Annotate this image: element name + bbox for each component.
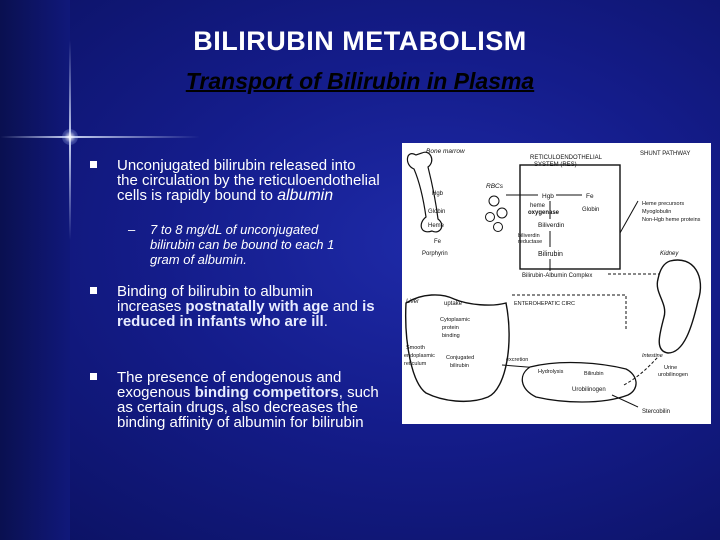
slide-subtitle: Transport of Bilirubin in Plasma [185, 68, 535, 94]
intestine-drawing [521, 361, 637, 403]
label-smooth: Smooth [406, 345, 425, 351]
label-res-title-1: RETICULOENDOTHELIAL [530, 155, 603, 161]
label-conjugated: Conjugated [446, 355, 474, 361]
kidney-drawing [656, 259, 702, 354]
label-hgb-left: Hgb [432, 191, 444, 197]
label-bilirubin-albumin-complex: Bilirubin-Albumin Complex [522, 273, 592, 279]
sub-bullet-dash: – [128, 222, 136, 237]
label-urine: Urine [664, 365, 677, 371]
bullet-3-highlight: binding competitors [194, 384, 339, 401]
label-heme-oxygenase-b: oxygenase [528, 210, 560, 216]
label-fe-left: Fe [434, 239, 442, 245]
bullet-2-text: Binding of bilirubin to albumin increase… [117, 284, 380, 329]
liver-drawing [404, 294, 510, 402]
bullet-3-body-b: , such as certain drugs, also decreases … [117, 384, 379, 431]
label-kidney: Kidney [660, 251, 679, 257]
bullet-1-text: Unconjugated bilirubin released into the… [117, 157, 380, 204]
label-protein: protein [442, 325, 459, 331]
label-intestine: Intestine [642, 353, 663, 359]
slide-title: BILIRUBIN METABOLISM [193, 26, 527, 56]
bullet-2: Binding of bilirubin to albumin increase… [90, 284, 380, 329]
sparkle-decoration-horizontal [0, 136, 200, 138]
label-shunt-pathway: SHUNT PATHWAY [640, 151, 690, 157]
arrow-urobilinogen-stercobilin [611, 394, 639, 408]
label-biliverdin: Biliverdin [538, 222, 565, 229]
bullet-2-body-c: . [323, 313, 328, 330]
label-heme-oxygenase-a: heme [530, 203, 546, 209]
bone-marrow-drawing [406, 151, 443, 233]
label-hgb: Hgb [542, 193, 554, 200]
bullet-2-body-a: Binding of bilirubin to albumin increase… [117, 283, 313, 315]
bullet-3: The presence of endogenous and exogenous… [90, 370, 380, 430]
label-reticulum: reticulum [404, 361, 427, 367]
label-enterohepatic-circ: ENTEROHEPATIC CIRC [514, 301, 575, 307]
bilirubin-metabolism-diagram: Bone marrow RBCs Hgb Globin Heme Fe Porp… [402, 143, 711, 424]
res-box [519, 164, 621, 270]
bullet-3-body-a: The presence of endogenous and exogenous [117, 369, 342, 401]
label-cytoplasmic: Cytoplasmic [440, 317, 470, 323]
label-biliverdin-reductase-a: biliverdin [518, 233, 540, 239]
label-intestine-bilirubin: Bilirubin [584, 371, 604, 377]
label-myoglobulin: Myoglobulin [642, 209, 671, 215]
label-urine-urobilinogen: urobilinogen [658, 372, 688, 378]
enterohepatic-path [512, 294, 627, 329]
bullet-3-text: The presence of endogenous and exogenous… [117, 370, 380, 430]
path-to-kidney-urine [623, 356, 659, 386]
bullet-square-icon [90, 287, 97, 294]
label-heme-left: Heme [428, 223, 445, 229]
label-res-title-2: SYSTEM (RES) [534, 162, 577, 168]
label-endoplasmic: endoplasmic [404, 353, 435, 359]
rbc-cell [493, 222, 503, 232]
bullet-square-icon [90, 373, 97, 380]
bullet-1: Unconjugated bilirubin released into the… [90, 157, 380, 204]
bullet-2-highlight-age: postnatally with age [185, 298, 329, 315]
label-porphyrin: Porphyrin [422, 251, 448, 257]
label-non-hgb-heme-proteins: Non-Hgb heme proteins [642, 217, 701, 223]
label-binding: binding [442, 333, 460, 339]
rbc-cell [488, 195, 500, 207]
rbc-cell [496, 207, 508, 219]
bullet-2-highlight-ill: is reduced in infants who are ill [117, 298, 375, 330]
label-heme-precursors: Heme precursors [642, 201, 684, 207]
label-bone-marrow: Bone marrow [426, 148, 466, 155]
bullet-1-highlight: Unconjugated bilirubin [117, 157, 266, 174]
arrow-shunt [619, 200, 639, 234]
label-hydrolysis: Hydrolysis [538, 369, 564, 375]
label-biliverdin-reductase-b: reductase [518, 239, 542, 245]
sub-bullet: – 7 to 8 mg/dL of unconjugated bilirubin… [128, 222, 358, 267]
diagram-svg: Bone marrow RBCs Hgb Globin Heme Fe Porp… [404, 148, 702, 415]
label-fe: Fe [586, 193, 594, 200]
bullet-square-icon [90, 161, 97, 168]
label-urobilinogen: Urobilinogen [572, 387, 606, 393]
label-excretion: excretion [506, 357, 528, 363]
label-stercobilin: Stercobilin [642, 409, 670, 415]
bullet-2-body-b: and [328, 298, 363, 315]
label-globin-left: Globin [428, 209, 445, 215]
label-conjugated-bilirubin: bilirubin [450, 363, 469, 369]
label-globin: Globin [582, 207, 599, 213]
label-rbcs: RBCs [486, 183, 504, 190]
sub-bullet-text: 7 to 8 mg/dL of unconjugated bilirubin c… [150, 222, 335, 267]
label-liver: Liver [406, 299, 420, 305]
bullet-1-body: released into the circulation by the ret… [117, 157, 380, 204]
sparkle-decoration-glow [62, 129, 78, 145]
rbc-cell [485, 212, 495, 222]
slide-left-band [0, 0, 70, 540]
label-bilirubin: Bilirubin [538, 251, 563, 258]
bullet-1-albumin: albumin [277, 187, 334, 204]
label-uptake: uptake [444, 301, 463, 307]
